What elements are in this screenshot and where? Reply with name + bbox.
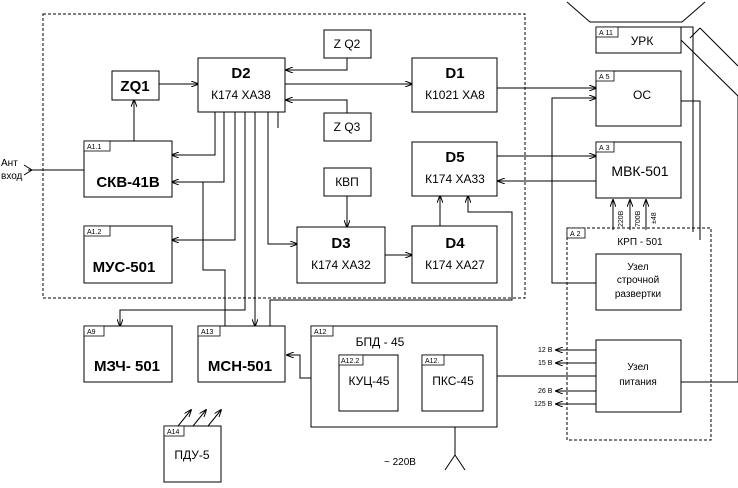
pks-block: А12. ПКС-45 (421, 354, 484, 412)
svg-text:К1021 ХА8: К1021 ХА8 (425, 88, 485, 102)
mzch-block: А9 МЗЧ- 501 (83, 325, 173, 383)
svg-text:А1.2: А1.2 (87, 229, 102, 236)
svg-text:УРК: УРК (631, 34, 654, 48)
svg-text:Z Q2: Z Q2 (334, 37, 361, 51)
voltage-15: 15 В (538, 360, 553, 367)
mains-label: ~ 220В (384, 457, 416, 468)
svg-text:ПКС-45: ПКС-45 (432, 374, 474, 388)
crt-outline (566, 1, 706, 23)
line-scan-block: Узел строчной развертки (595, 253, 682, 311)
svg-text:строчной: строчной (617, 275, 659, 286)
d5-block: D5 К174 ХА33 (411, 141, 498, 197)
bus-label-700: 700В (635, 210, 642, 227)
d4-block: D4 К174 ХА27 (411, 225, 498, 284)
krp-label: А 2 КРП - 501 (566, 227, 663, 248)
svg-text:А 11: А 11 (599, 30, 613, 37)
svg-text:ПДУ-5: ПДУ-5 (174, 448, 210, 462)
svg-text:К174 ХА32: К174 ХА32 (311, 258, 371, 272)
urk-block: А 11 УРК (595, 26, 682, 54)
main-board-frame (42, 13, 526, 299)
d1-block: D1 К1021 ХА8 (411, 57, 498, 113)
mvk-block: А 3 МВК-501 (595, 141, 682, 199)
svg-text:МЗЧ- 501: МЗЧ- 501 (94, 358, 160, 375)
zq3-block: Z Q3 (323, 112, 372, 142)
svg-text:К174 ХА27: К174 ХА27 (425, 258, 485, 272)
krp-frame (566, 227, 712, 441)
svg-text:развертки: развертки (615, 289, 661, 300)
svg-text:А13: А13 (201, 329, 214, 336)
skv-block: А1.1 СКВ-41В (83, 140, 173, 198)
svg-text:МВК-501: МВК-501 (611, 163, 668, 179)
mus-block: А1.2 МУС-501 (83, 225, 173, 284)
svg-text:КВП: КВП (335, 175, 359, 189)
svg-text:БПД - 45: БПД - 45 (356, 335, 405, 349)
voltage-26: 26 В (538, 388, 553, 395)
svg-text:А9: А9 (87, 329, 96, 336)
svg-text:А 2: А 2 (570, 231, 581, 238)
svg-text:ZQ1: ZQ1 (120, 78, 149, 95)
svg-text:А12.2: А12.2 (341, 358, 359, 365)
bus-label-220: 220В (618, 210, 625, 227)
svg-text:А12: А12 (314, 329, 327, 336)
power-block: Узел питания (595, 339, 682, 413)
bus-label-48: ±48 (651, 212, 658, 224)
svg-text:А 3: А 3 (599, 145, 610, 152)
d3-block: D3 К174 ХА32 (296, 226, 386, 284)
svg-text:КРП - 501: КРП - 501 (617, 237, 663, 248)
voltage-125: 125 В (534, 401, 553, 408)
svg-text:ОС: ОС (633, 88, 651, 102)
kvp-block: КВП (323, 167, 372, 197)
svg-text:КУЦ-45: КУЦ-45 (349, 374, 390, 388)
svg-text:К174 ХА38: К174 ХА38 (211, 88, 271, 102)
msn-block: А13 МСН-501 (197, 325, 286, 383)
svg-text:А12.: А12. (425, 358, 439, 365)
antenna-label-2: вход (1, 171, 23, 182)
svg-text:МСН-501: МСН-501 (208, 358, 272, 375)
svg-text:D3: D3 (331, 235, 350, 252)
svg-text:А1.1: А1.1 (87, 144, 102, 151)
svg-text:D1: D1 (445, 65, 464, 82)
svg-text:D2: D2 (231, 65, 250, 82)
d2-block: D2 К174 ХА38 (197, 57, 286, 113)
svg-text:К174 ХА33: К174 ХА33 (425, 172, 485, 186)
svg-text:СКВ-41В: СКВ-41В (96, 174, 160, 191)
kuc-block: А12.2 КУЦ-45 (338, 354, 399, 412)
svg-text:А 5: А 5 (599, 74, 610, 81)
svg-text:D4: D4 (445, 235, 465, 252)
svg-text:питания: питания (619, 377, 657, 388)
os-block: А 5 ОС (595, 70, 682, 127)
zq2-block: Z Q2 (323, 29, 372, 59)
pdu-block: А14 ПДУ-5 (163, 425, 222, 483)
svg-text:Узел: Узел (627, 362, 648, 373)
voltage-12: 12 В (538, 347, 553, 354)
svg-text:Z Q3: Z Q3 (334, 120, 361, 134)
svg-text:А14: А14 (167, 429, 180, 436)
wires (23, 26, 738, 471)
antenna-label-1: Ант (1, 158, 18, 169)
svg-text:МУС-501: МУС-501 (93, 259, 156, 276)
zq1-block: ZQ1 (111, 70, 160, 101)
svg-text:Узел: Узел (627, 262, 648, 273)
svg-text:D5: D5 (445, 149, 464, 166)
